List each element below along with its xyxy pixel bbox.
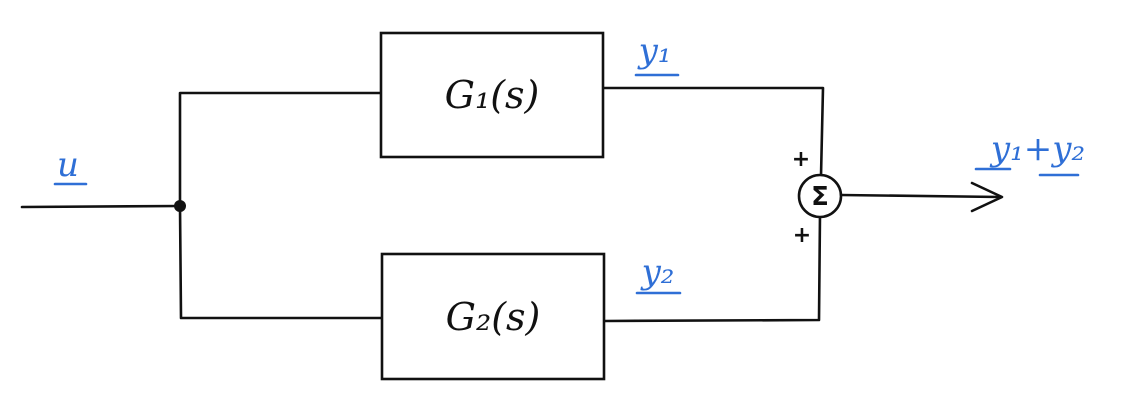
block-g1 (379, 31, 605, 159)
block-g2-label: G₂(s) (446, 295, 541, 339)
bottom-output-wire (603, 212, 822, 323)
sum-output-signal-label: y₁+y₂ (989, 129, 1085, 169)
branch-wire-bottom (178, 204, 384, 320)
block-g1-label: G₁(s) (445, 73, 540, 117)
sum-output-wire (839, 193, 1002, 199)
sum-sign-bottom: + (793, 223, 811, 248)
input-signal-label: u (57, 145, 79, 185)
sum-sign-top: + (792, 147, 810, 172)
top-output-signal-label: y₁ (637, 31, 672, 71)
input-wire (20, 204, 182, 209)
sum-symbol: Σ (811, 182, 829, 212)
top-output-wire (602, 86, 825, 178)
block-g2 (380, 252, 606, 381)
sum-output-arrowhead (970, 181, 1004, 213)
branch-wire-top (178, 91, 382, 208)
bottom-output-signal-label: y₂ (640, 252, 675, 292)
